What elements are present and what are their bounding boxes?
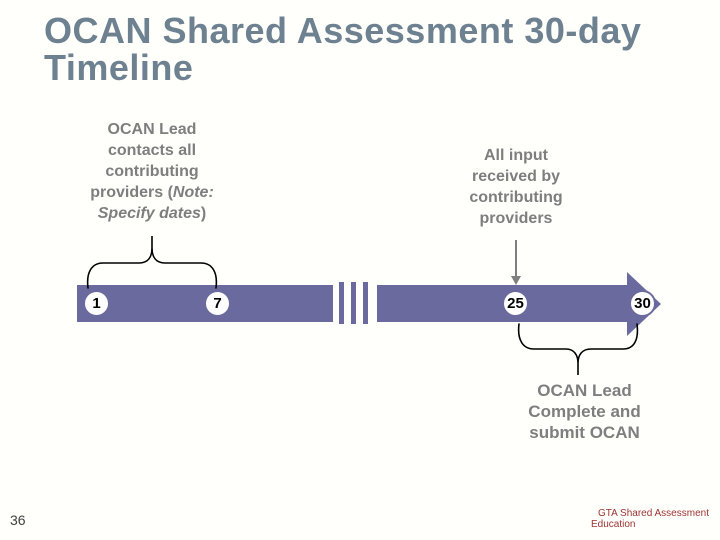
annotation-ocan-lead-complete: OCAN Lead Complete and submit OCAN xyxy=(492,380,677,443)
brace-bottom-icon xyxy=(517,323,639,375)
annotation-line: contacts all xyxy=(107,142,197,159)
marker-day-25: 25 xyxy=(502,290,529,317)
annotation-line: contributing xyxy=(105,163,199,180)
annotation-line: Specify dates) xyxy=(97,205,207,222)
timeline-break-stripe xyxy=(339,282,344,324)
annotation-line: providers xyxy=(479,210,553,227)
annotation-line: OCAN Lead xyxy=(107,121,197,138)
annotation-line: OCAN Lead xyxy=(537,381,632,400)
marker-day-7: 7 xyxy=(204,290,231,317)
timeline-break-stripe xyxy=(363,282,368,324)
marker-day-1: 1 xyxy=(83,290,110,317)
annotation-line: contributing xyxy=(469,189,563,206)
annotation-line: All input xyxy=(484,147,548,164)
annotation-line: providers (Note: xyxy=(90,184,214,201)
footer-line-2: Education xyxy=(591,519,636,530)
annotation-all-input-received: All input received by contributing provi… xyxy=(440,145,592,229)
timeline-break-stripe xyxy=(351,282,356,324)
annotation-line: submit OCAN xyxy=(529,423,640,442)
annotation-line: Complete and xyxy=(528,402,641,421)
footer-line-1: GTA Shared Assessment xyxy=(598,508,709,519)
footer-credit: GTA Shared Assessment Education xyxy=(591,508,719,530)
annotation-ocan-lead-contacts: OCAN Lead contacts all contributing prov… xyxy=(52,119,252,224)
page-number: 36 xyxy=(10,512,26,528)
marker-day-30: 30 xyxy=(629,290,656,317)
down-arrow-icon xyxy=(511,276,521,285)
annotation-line: received by xyxy=(471,168,561,185)
brace-top-icon xyxy=(86,236,218,289)
slide-title: OCAN Shared Assessment 30-day Timeline xyxy=(44,10,642,88)
